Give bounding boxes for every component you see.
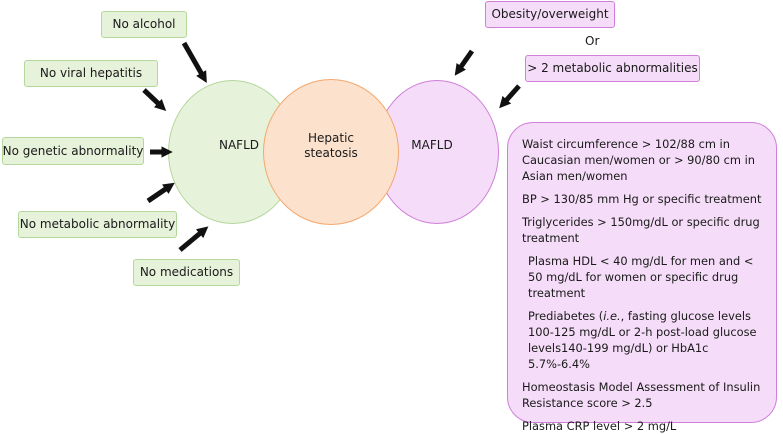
- hepatic-steatosis-label: Hepatic steatosis: [304, 131, 358, 160]
- criterion-plasma-hdl: Plasma HDL < 40 mg/dL for men and < 50 m…: [528, 254, 754, 300]
- criterion-homa-ir: Homeostasis Model Assessment of Insulin …: [522, 380, 761, 410]
- criterion-triglycerides: Triglycerides > 150mg/dL or specific dru…: [522, 215, 760, 245]
- nafld-label: NAFLD: [218, 138, 259, 152]
- criterion-prediabetes: Prediabetes (i.e., fasting glucose level…: [522, 308, 768, 372]
- arrow-no-viral-hepatitis: [142, 88, 167, 111]
- arrow-no-medications: [178, 226, 209, 252]
- arrow-metabolic-abnormalities: [499, 84, 521, 109]
- or-connector: Or: [585, 34, 600, 48]
- no-metabolic-abnormality-box: No metabolic abnormality: [18, 211, 177, 238]
- prediabetes-text-end: , fasting glucose levels 100-125 mg/dL o…: [528, 309, 757, 371]
- criterion-blood-pressure: BP > 130/85 mm Hg or specific treatment: [522, 192, 762, 206]
- criterion-plasma-crp: Plasma CRP level > 2 mg/L: [522, 419, 677, 433]
- no-genetic-abnormality-box: No genetic abnormality: [2, 137, 144, 165]
- criterion-waist-circumference: Waist circumference > 102/88 cm in Cauca…: [522, 137, 755, 183]
- arrow-no-alcohol: [181, 41, 207, 83]
- no-alcohol-box: No alcohol: [101, 11, 187, 38]
- metabolic-abnormalities-box: > 2 metabolic abnormalities: [525, 55, 700, 82]
- prediabetes-text-start: Prediabetes (: [528, 309, 604, 323]
- hepatic-steatosis-circle: [263, 79, 399, 225]
- obesity-overweight-box: Obesity/overweight: [485, 1, 615, 28]
- no-viral-hepatitis-box: No viral hepatitis: [24, 60, 158, 87]
- mafld-label: MAFLD: [411, 138, 453, 152]
- arrows-layer: [142, 41, 521, 252]
- arrow-obesity-overweight: [454, 49, 475, 76]
- no-medications-box: No medications: [133, 259, 240, 286]
- prediabetes-ie-term: i.e.: [603, 309, 621, 323]
- metabolic-abnormalities-criteria-box: Waist circumference > 102/88 cm in Cauca…: [507, 122, 777, 433]
- arrow-no-metabolic-abnormality: [146, 182, 175, 204]
